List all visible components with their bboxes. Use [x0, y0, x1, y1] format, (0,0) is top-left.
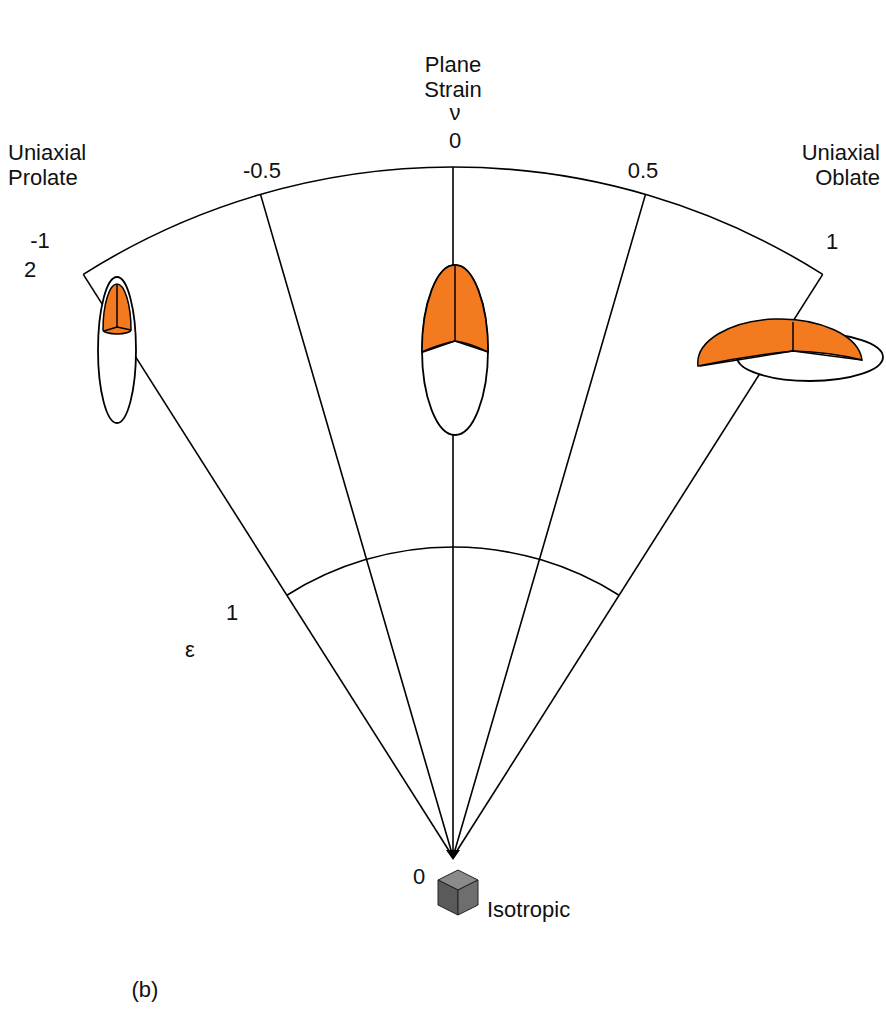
- end-member-label: Uniaxial Prolate: [8, 140, 86, 191]
- axis-symbol: ε: [185, 637, 195, 662]
- panel-label: (b): [132, 977, 159, 1002]
- axis-title: Plane Strain: [424, 52, 481, 103]
- tick-value: 0: [449, 128, 461, 153]
- fan-grid: [83, 167, 822, 857]
- isotropic-cube: [438, 870, 478, 915]
- tick-value: 0: [413, 864, 425, 889]
- tick-value: 1: [226, 600, 238, 625]
- prolate-ellipsoid: [98, 277, 136, 423]
- tick-value: 2: [24, 257, 36, 282]
- tick-value: 1: [826, 229, 838, 254]
- axis-symbol: ν: [450, 100, 461, 125]
- shape-label: Isotropic: [487, 897, 570, 922]
- tick-value: 0.5: [628, 158, 659, 183]
- end-member-label: Uniaxial Oblate: [802, 140, 880, 191]
- tick-value: -1: [30, 228, 50, 253]
- apex-mark: [446, 850, 460, 860]
- tick-value: -0.5: [243, 158, 281, 183]
- plane-strain-ellipsoid: [422, 265, 488, 435]
- oblate-ellipsoid: [698, 319, 883, 381]
